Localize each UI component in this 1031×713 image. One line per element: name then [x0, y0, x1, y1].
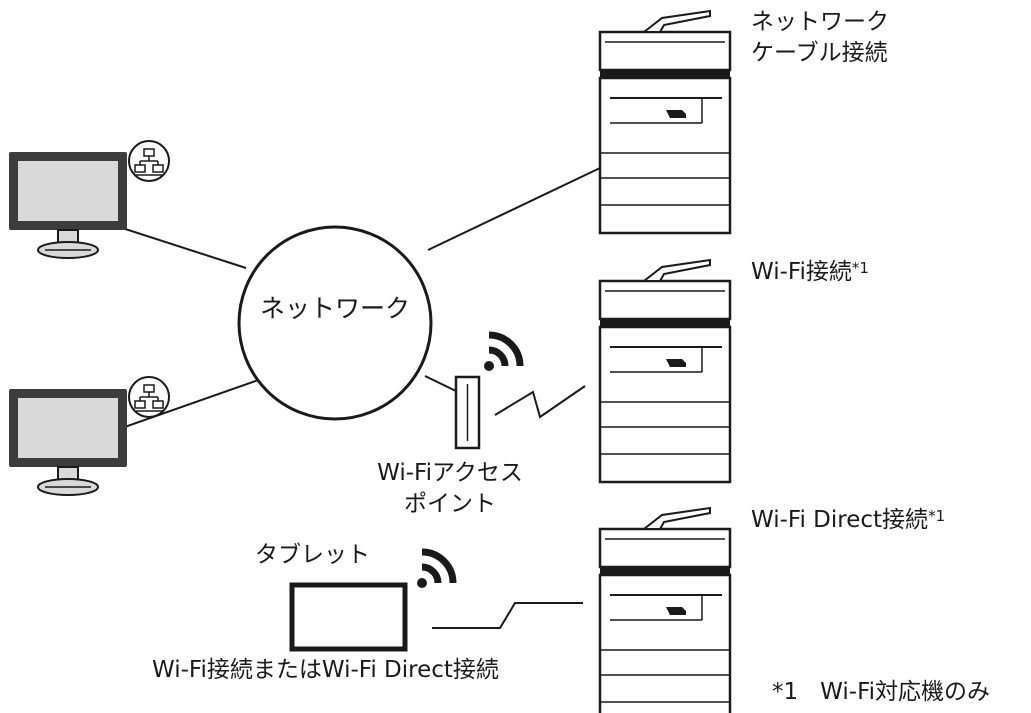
- direct-link-zigzag: [432, 602, 583, 629]
- pc-monitor-icon: [8, 388, 128, 496]
- lan-network-icon: [128, 376, 170, 418]
- mfp-printer-icon: [598, 9, 732, 235]
- mfp-cable-link: [427, 167, 601, 251]
- network-label: ネットワーク: [259, 294, 410, 323]
- footnote-ref: *1: [851, 259, 869, 277]
- access-point-label: Wi-Fiアクセス ポイント: [377, 460, 523, 517]
- pc-monitor-icon: [8, 151, 128, 259]
- mfp-wifi-label: Wi-Fi接続*1: [751, 259, 869, 285]
- mfp-printer-icon: [598, 506, 732, 713]
- tablet-icon: [289, 582, 408, 652]
- pc-bottom-link: [121, 377, 265, 429]
- mfp-cable-label: ネットワーク ケーブル接続: [751, 9, 889, 66]
- mfp-printer-icon: [598, 258, 732, 484]
- tablet-connection-label: Wi-Fi接続またはWi-Fi Direct接続: [152, 657, 499, 683]
- wifi-signal-icon: [417, 552, 453, 588]
- network-cloud: [237, 225, 433, 421]
- tablet-label: タブレット: [255, 542, 370, 568]
- pc-top-link: [121, 227, 247, 269]
- wifi-link-zigzag: [494, 385, 586, 419]
- mfp-direct-label: Wi-Fi Direct接続*1: [751, 507, 946, 533]
- footnote-ref: *1: [928, 507, 946, 525]
- access-point-link: [424, 375, 459, 393]
- lan-network-icon: [128, 140, 170, 182]
- access-point-icon: [454, 375, 481, 450]
- wifi-signal-icon: [484, 335, 520, 371]
